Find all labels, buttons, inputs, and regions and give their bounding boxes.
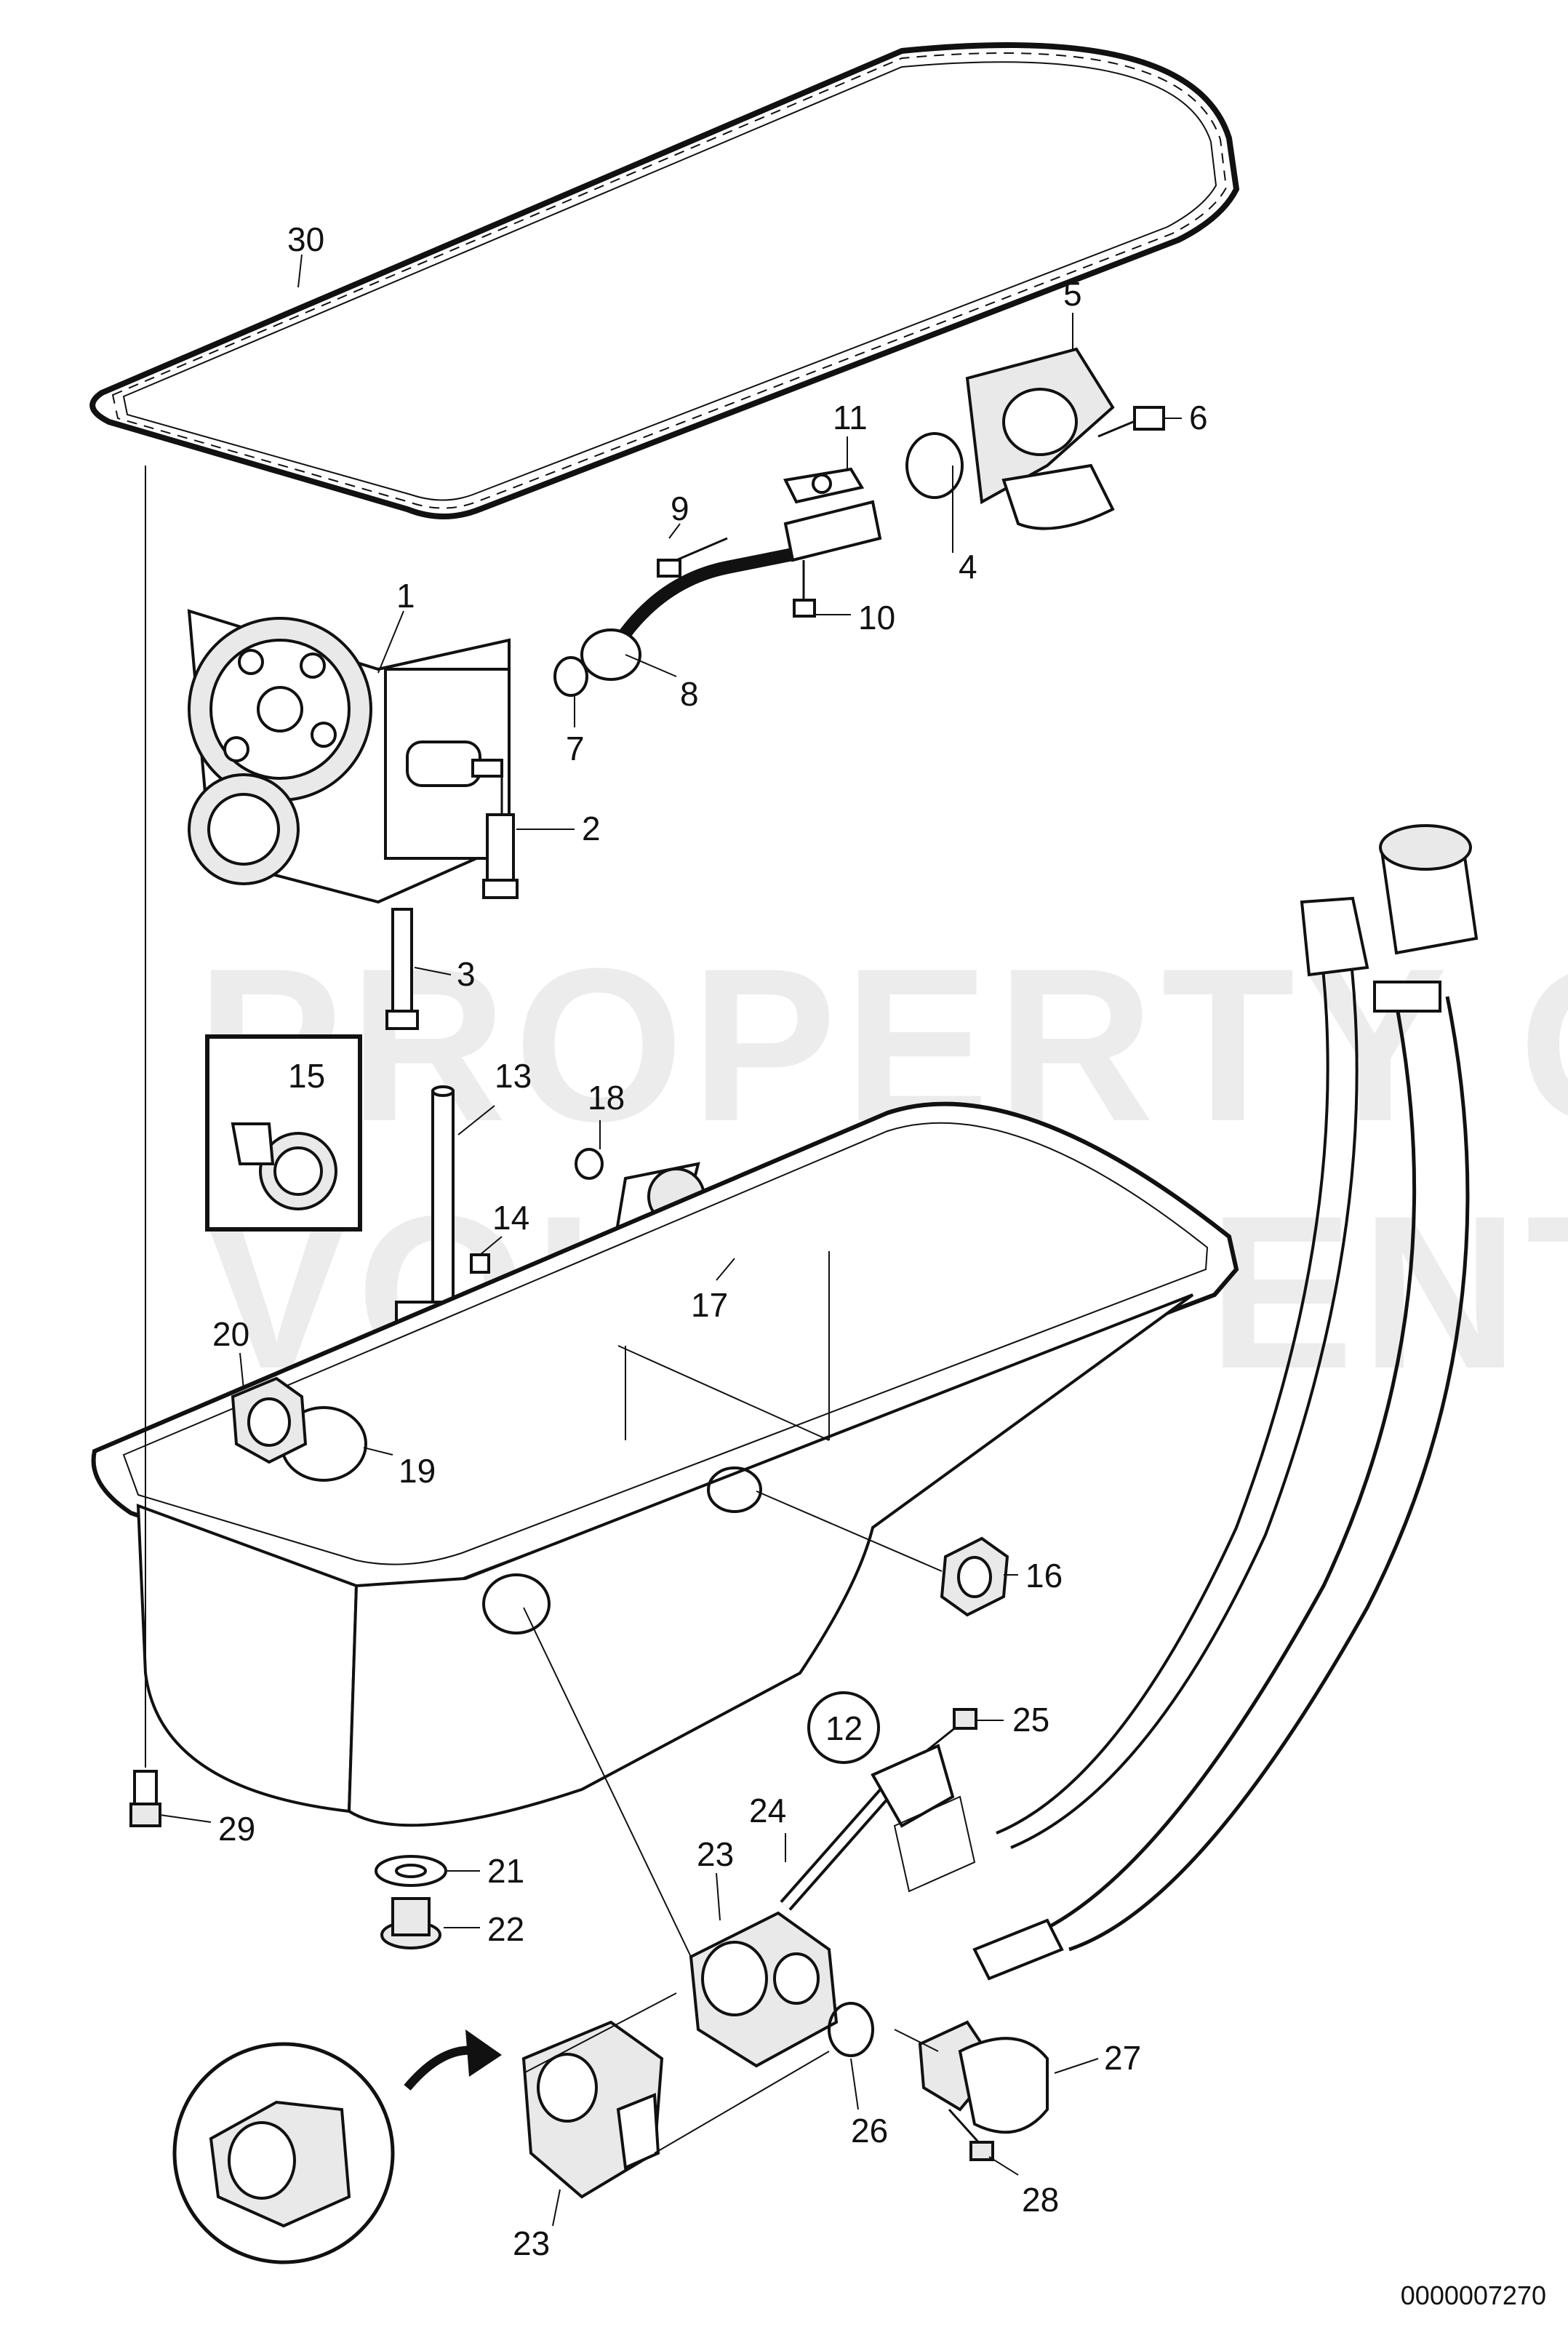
adapter-23-lower: [521, 2020, 664, 2199]
leader-lines: [145, 254, 1182, 2227]
callout-14: 14: [492, 1199, 529, 1237]
callout-19: 19: [399, 1452, 436, 1490]
callout-3: 3: [457, 955, 476, 993]
callout-15: 15: [288, 1057, 325, 1095]
callout-18: 18: [588, 1079, 625, 1117]
callout-6: 6: [1189, 399, 1208, 436]
callout-4: 4: [959, 548, 977, 586]
o-ring-26: [828, 2002, 874, 2057]
callout-2: 2: [582, 810, 601, 847]
filler-hoses: [996, 824, 1479, 1952]
adapter-23-upper: [689, 1911, 839, 2068]
gasket-11: [783, 467, 865, 504]
callout-10: 10: [858, 599, 895, 636]
plug-18: [575, 1148, 604, 1180]
callout-29: 29: [218, 1810, 255, 1848]
inset-15: [205, 1034, 362, 1232]
bolt-3: [385, 908, 419, 1030]
bolt-9: [657, 537, 728, 578]
flange-5: [965, 347, 1115, 530]
o-ring-7: [553, 656, 588, 697]
arrow-indicator: [404, 2029, 502, 2091]
drain-plug-22: [380, 1897, 441, 1949]
callout-20: 20: [212, 1315, 249, 1353]
oil-pan: [91, 1101, 1239, 1827]
callout-labels: 30 1 2 3 4 5 6 7 8 9 10 11 12 13 14 15 1…: [212, 220, 1208, 2262]
callout-23-lower: 23: [513, 2224, 550, 2262]
callout-17: 17: [691, 1286, 728, 1324]
gasket-30: [89, 42, 1240, 519]
callout-26: 26: [851, 2112, 888, 2150]
dipstick-tube-24: [780, 1744, 976, 1911]
nut-20: [231, 1376, 308, 1464]
callout-12: 12: [825, 1709, 863, 1747]
callout-13: 13: [495, 1057, 532, 1095]
callout-25: 25: [1012, 1701, 1049, 1739]
callout-9: 9: [671, 490, 689, 527]
elbow-27: [918, 1918, 1064, 2134]
bolt-10: [793, 560, 816, 618]
seal-ring-4: [905, 432, 964, 499]
suction-pipe-8: [580, 500, 882, 681]
bolt-25: [923, 1708, 977, 1755]
callout-22: 22: [487, 1910, 524, 1948]
nut-14: [470, 1253, 490, 1274]
callout-24: 24: [749, 1792, 786, 1829]
callout-28: 28: [1022, 2181, 1059, 2219]
tube-13: [431, 1085, 455, 1304]
callout-5: 5: [1063, 275, 1082, 313]
reference-number: 0000007270: [1400, 2280, 1546, 2310]
callout-8: 8: [680, 675, 699, 713]
callout-1: 1: [396, 577, 415, 615]
callout-23-upper: 23: [697, 1835, 734, 1873]
bolt-2: [471, 759, 519, 899]
callout-7: 7: [566, 730, 585, 767]
callout-circle-12: [807, 1691, 880, 1764]
callout-30: 30: [287, 220, 324, 258]
callout-11: 11: [833, 399, 868, 436]
plug-29: [129, 1770, 161, 1827]
washer-21: [375, 1855, 447, 1887]
detail-circle: [172, 2042, 395, 2264]
callout-21: 21: [487, 1852, 524, 1890]
nut-16: [940, 1536, 1009, 1617]
oil-pump-1: [187, 609, 511, 904]
callout-16: 16: [1025, 1557, 1063, 1594]
callout-27: 27: [1104, 2039, 1141, 2077]
